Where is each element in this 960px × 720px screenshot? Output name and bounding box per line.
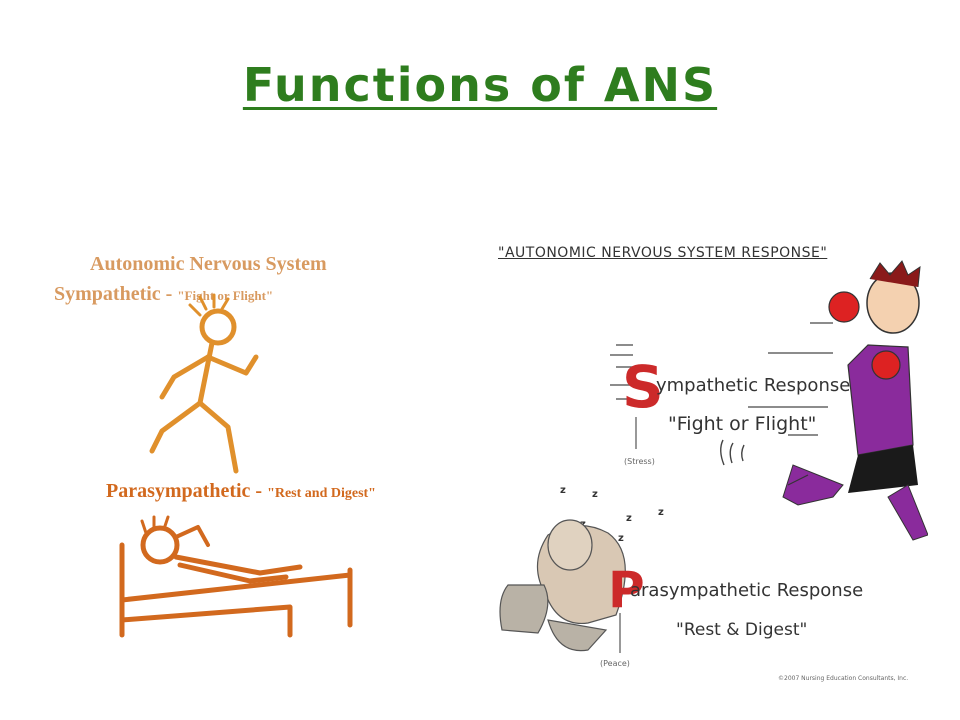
running-stick-figure bbox=[149, 293, 259, 474]
boxing-glove-right bbox=[871, 350, 901, 380]
peace-note: (Peace) bbox=[600, 659, 630, 668]
boxer-runner bbox=[720, 260, 928, 541]
sleeper-head bbox=[140, 525, 180, 565]
z-7: z bbox=[618, 533, 624, 544]
sympathetic-label: Sympathetic - bbox=[54, 283, 178, 305]
z-2: z bbox=[592, 489, 598, 500]
rest-digest-text: "Rest & Digest" bbox=[676, 620, 808, 640]
boxing-glove-left bbox=[828, 291, 860, 323]
response-heading: "AUTONOMIC NERVOUS SYSTEM RESPONSE" bbox=[498, 245, 828, 261]
big-s-letter: S bbox=[622, 353, 664, 421]
bed-sleeper bbox=[119, 515, 353, 638]
big-p-letter: P bbox=[608, 561, 645, 619]
stress-note: (Stress) bbox=[624, 457, 655, 466]
copyright-note: ©2007 Nursing Education Consultants, Inc… bbox=[778, 675, 909, 682]
left-illustration: Autonomic Nervous System Sympathetic - "… bbox=[50, 245, 470, 665]
sympathetic-response-text: ympathetic Response bbox=[656, 375, 851, 396]
sleeping-figure bbox=[499, 519, 626, 652]
sleeper-head-blob bbox=[547, 519, 593, 571]
parasympathetic-response-text: arasympathetic Response bbox=[630, 580, 864, 601]
runner-head bbox=[199, 308, 237, 346]
parasympathetic-label: Parasympathetic - bbox=[106, 480, 268, 502]
ans-heading: Autonomic Nervous System bbox=[90, 253, 327, 275]
parasympathetic-caption: Parasympathetic - "Rest and Digest" bbox=[106, 480, 376, 503]
z-5: z bbox=[626, 513, 632, 524]
fight-or-flight-text: "Fight or Flight" bbox=[668, 413, 817, 435]
z-1: z bbox=[560, 485, 566, 496]
right-illustration: S z z z z z z z bbox=[488, 235, 928, 695]
slide-title: Functions of ANS bbox=[242, 58, 718, 112]
z-6: z bbox=[658, 507, 664, 518]
speed-lines bbox=[610, 322, 833, 436]
parasympathetic-quote: "Rest and Digest" bbox=[267, 486, 376, 501]
